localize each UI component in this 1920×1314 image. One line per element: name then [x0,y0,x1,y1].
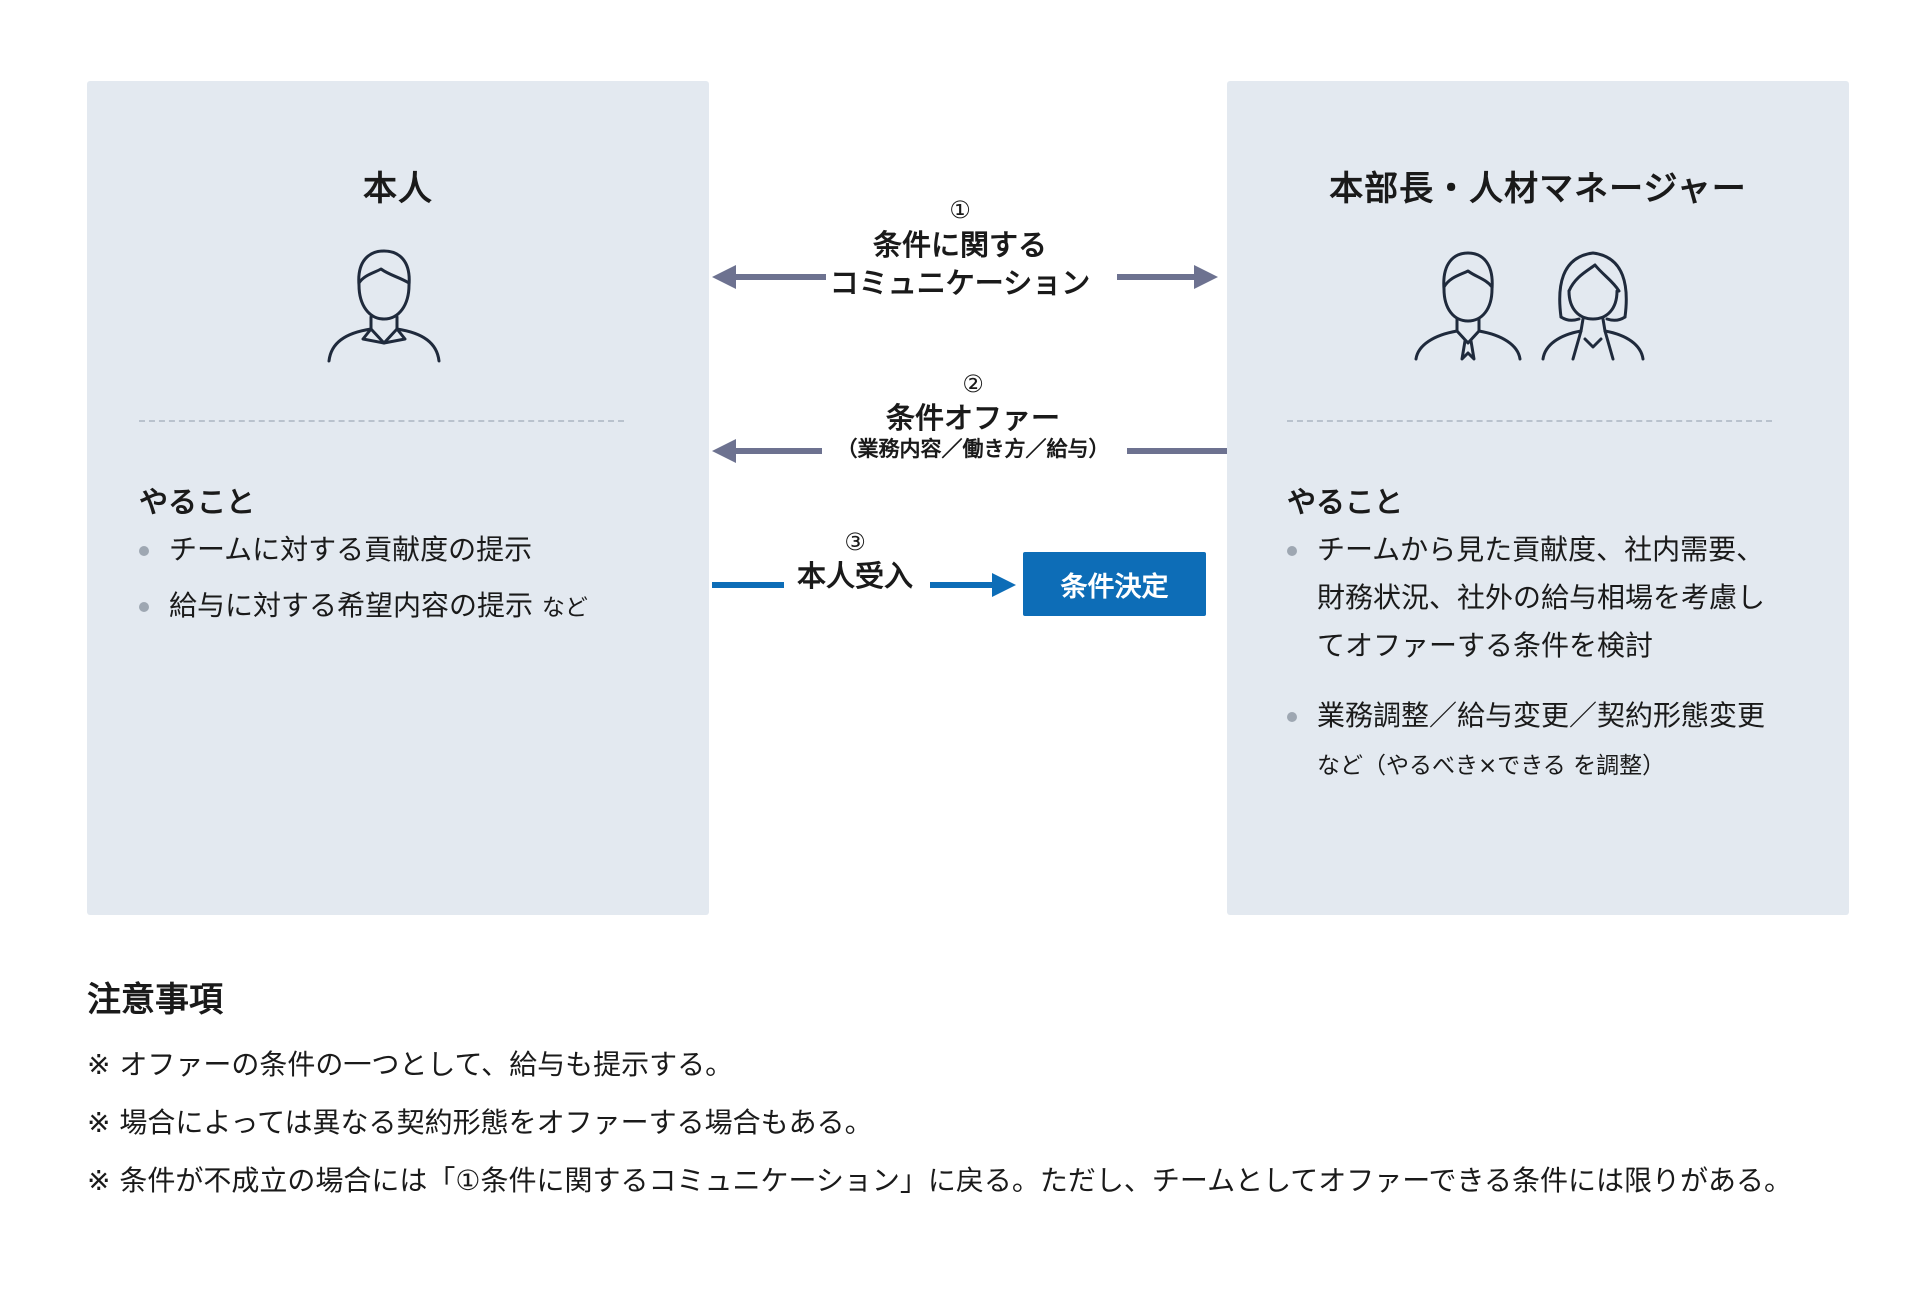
flow-1-line1: 条件に関する [872,228,1047,262]
list-item: チームから見た貢献度、社内需要、財務状況、社外の給与相場を考慮してオファーする条… [1287,526,1787,670]
flow-2-label: ② 条件オファー （業務内容／働き方／給与） [818,370,1128,462]
panel-self: 本人 やること チームに対する貢献度の提示 給与に対する希望内容の提示 など [87,81,709,915]
arrow-right-1 [1117,265,1218,289]
notes-title: 注意事項 [87,980,223,1020]
todo-heading-manager: やること [1287,485,1404,519]
panel-manager: 本部長・人材マネージャー やること チームから見た貢献度、社内需要、財務状況、社… [1227,81,1849,915]
flow-2-line2: （業務内容／働き方／給与） [836,437,1110,461]
todo-list-self: チームに対する貢献度の提示 給与に対する希望内容の提示 など [139,526,659,640]
list-item: 業務調整／給与変更／契約形態変更 など（やるべき×できる を調整） [1287,692,1787,790]
note-item: ※ 場合によっては異なる契約形態をオファーする場合もある。 [87,1106,873,1139]
flow-1-line2: コミュニケーション [829,266,1091,300]
decision-box: 条件決定 [1023,552,1206,616]
arrow-line-3 [712,582,784,588]
notes-list: ※ オファーの条件の一つとして、給与も提示する。 ※ 場合によっては異なる契約形… [87,1040,1847,1214]
panel-title-self: 本人 [363,169,433,209]
panel-title-manager: 本部長・人材マネージャー [1329,169,1747,209]
todo-heading-self: やること [139,485,256,519]
person-male-tie-icon [1412,247,1524,365]
flow-1-label: ① 条件に関する コミュニケーション [810,196,1110,302]
note-item: ※ オファーの条件の一つとして、給与も提示する。 [87,1048,734,1081]
flow-3-label: ③ 本人受入 [790,528,920,596]
arrow-left-2 [712,439,822,463]
arrow-left-1 [712,265,826,289]
flow-3-line1: 本人受入 [796,559,913,593]
arrow-line-2 [1127,448,1227,454]
person-female-icon [1539,247,1647,365]
list-item: 給与に対する希望内容の提示 など [139,582,659,632]
flow-2-line1: 条件オファー [885,401,1060,435]
note-item: ※ 条件が不成立の場合には「①条件に関するコミュニケーション」に戻る。ただし、チ… [87,1164,1792,1197]
flow-2-number: ② [962,370,984,398]
dashed-divider [1287,420,1772,422]
flow-1-number: ① [949,196,971,224]
dashed-divider [139,420,624,422]
todo-list-manager: チームから見た貢献度、社内需要、財務状況、社外の給与相場を考慮してオファーする条… [1287,526,1787,798]
list-item: チームに対する貢献度の提示 [139,526,659,574]
arrow-right-3 [930,573,1016,597]
flow-3-number: ③ [844,528,866,556]
person-male-icon [319,243,449,367]
